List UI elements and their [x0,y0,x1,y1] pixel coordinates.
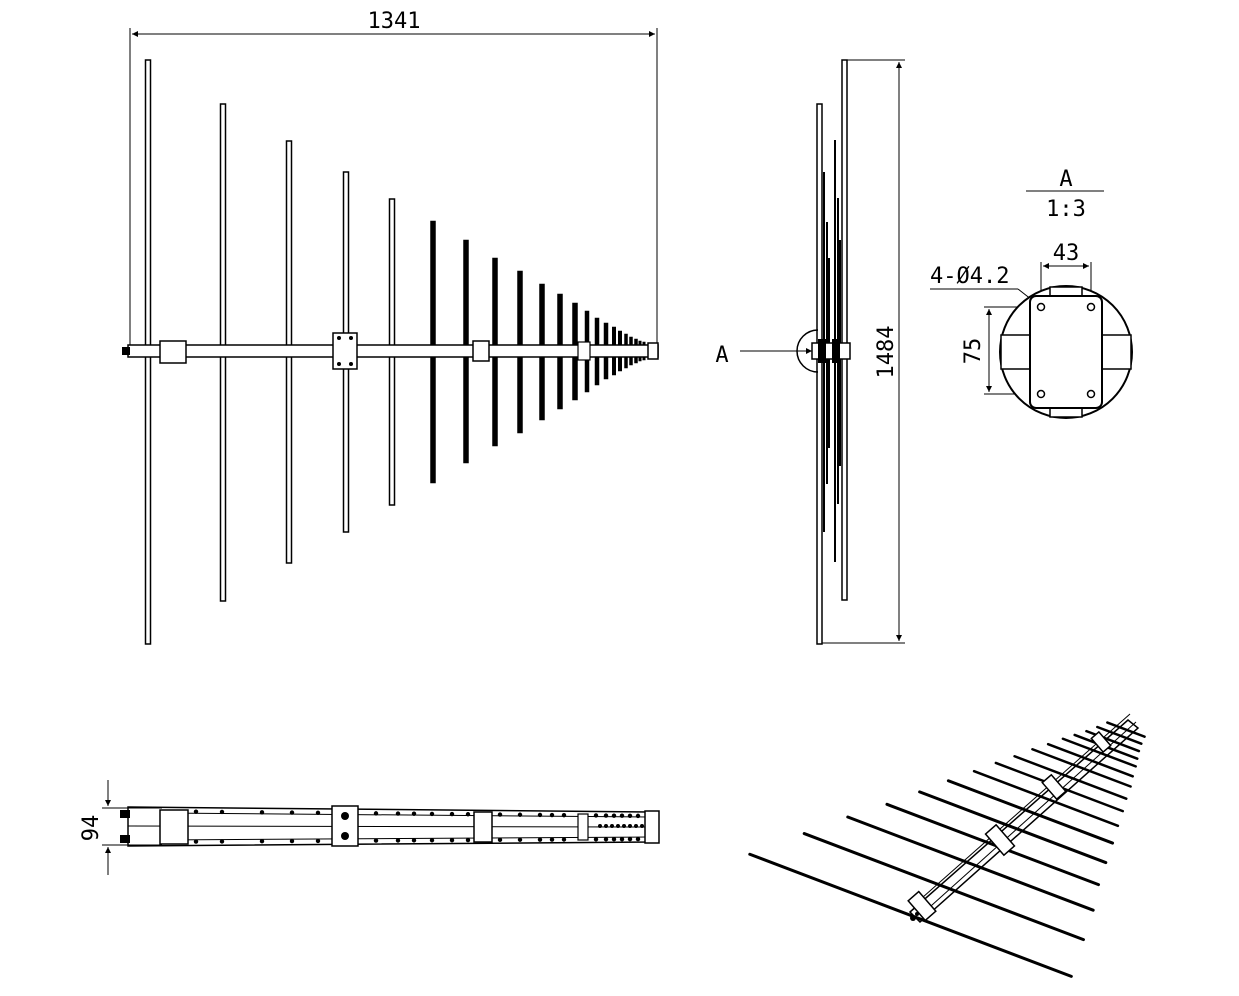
mounting-hole [1086,302,1096,312]
isometric-view [748,713,1146,978]
bottom-hole [497,837,503,843]
bottom-hole [549,812,555,818]
bottom-hole [598,824,602,828]
bottom-height-dimension: 94 [79,815,104,842]
iso-dipole-element [846,815,1095,912]
bottom-hole [628,824,632,828]
bottom-hole [315,810,321,816]
bottom-hole [373,811,379,816]
bottom-hole [604,824,608,828]
iso-dipole-element [1061,737,1137,768]
bottom-hole [315,838,321,844]
iso-dipole-elements [748,721,1146,978]
detail-hole-spec: 4-Ø4.2 [930,264,1009,289]
bottom-hole [622,824,626,828]
bottom-hole [193,839,199,844]
front-clamp [577,341,591,361]
iso-dipole-element [1013,755,1128,800]
iso-dipole-element [1106,721,1146,738]
bottom-hole [603,837,609,842]
front-clamp [472,340,490,362]
bottom-hole [465,812,471,817]
bottom-hole [627,813,633,819]
bottom-hole [619,836,625,842]
detail-width-dimension: 43 [1053,241,1080,266]
bottom-hole [611,813,617,818]
iso-dipole-element [802,832,1085,942]
bottom-plate [577,813,589,841]
front-width-dimension: 1341 [368,9,421,34]
bottom-hole [593,813,599,818]
side-element-rear [816,103,823,645]
bottom-hole [259,839,265,844]
bottom-hole [465,837,471,843]
bottom-hole [219,809,225,815]
side-height-dimension: 1484 [874,326,899,379]
bottom-hole [373,838,379,843]
bottom-hole [259,810,265,815]
iso-dipole-element [972,769,1120,828]
bottom-hole [561,812,567,818]
bottom-hole [635,836,641,842]
section-marker-label: A [715,343,728,368]
bottom-hole [517,812,523,817]
bottom-hole [619,813,625,818]
bottom-hole [395,838,401,843]
bottom-hole [610,824,614,828]
bottom-hole [429,811,435,817]
detail-scale: 1:3 [1046,197,1086,222]
mounting-hole [1036,302,1046,312]
iso-dipole-element [1046,742,1134,778]
bottom-hole [395,811,401,816]
mounting-hole [1086,389,1096,399]
bottom-hole [537,837,543,842]
bottom-hole [537,812,543,818]
front-boom-end-cap [122,347,130,355]
bottom-hole [449,811,455,817]
bottom-hole [289,810,295,815]
bottom-hole [635,813,641,819]
bottom-hole [611,837,617,842]
bottom-hole [289,838,295,844]
bottom-hole [603,813,609,818]
mounting-hole [1036,389,1046,399]
bottom-plate [473,811,493,843]
bottom-hole [561,837,567,842]
mounting-plate [1029,295,1103,409]
bottom-hole [219,839,225,844]
iso-dipole-element [748,852,1073,978]
iso-dipole-element [1096,725,1143,745]
bottom-hole [411,838,417,843]
bottom-hole [517,837,523,842]
iso-dipole-element [885,802,1101,887]
iso-dipole-element [918,790,1108,865]
bottom-hole [640,824,644,828]
bottom-hole [634,824,638,828]
bottom-view: 94 [79,780,660,875]
bottom-hole [627,836,633,842]
bottom-hole [411,811,417,816]
bottom-plate [159,809,189,845]
bottom-hole [449,837,455,843]
front-clamp [332,332,358,370]
detail-title: A [1059,167,1072,192]
iso-dipole-element [1031,747,1132,788]
detail-height-dimension: 75 [961,338,986,365]
detail-view-a: A 1:3 43 75 4-Ø4.2 [930,167,1133,419]
bottom-hole [193,809,199,814]
iso-dipole-element [946,779,1115,845]
side-element-front [841,59,848,601]
front-view: 1341 [122,9,659,645]
front-clamp [159,340,187,364]
bottom-hole [616,824,620,828]
bottom-hole [497,812,503,817]
side-view: 1484 A [715,59,905,645]
bottom-hole [593,837,599,842]
bottom-hole [429,838,435,843]
bottom-hole [549,837,555,842]
bottom-mounting-holes [193,809,644,844]
